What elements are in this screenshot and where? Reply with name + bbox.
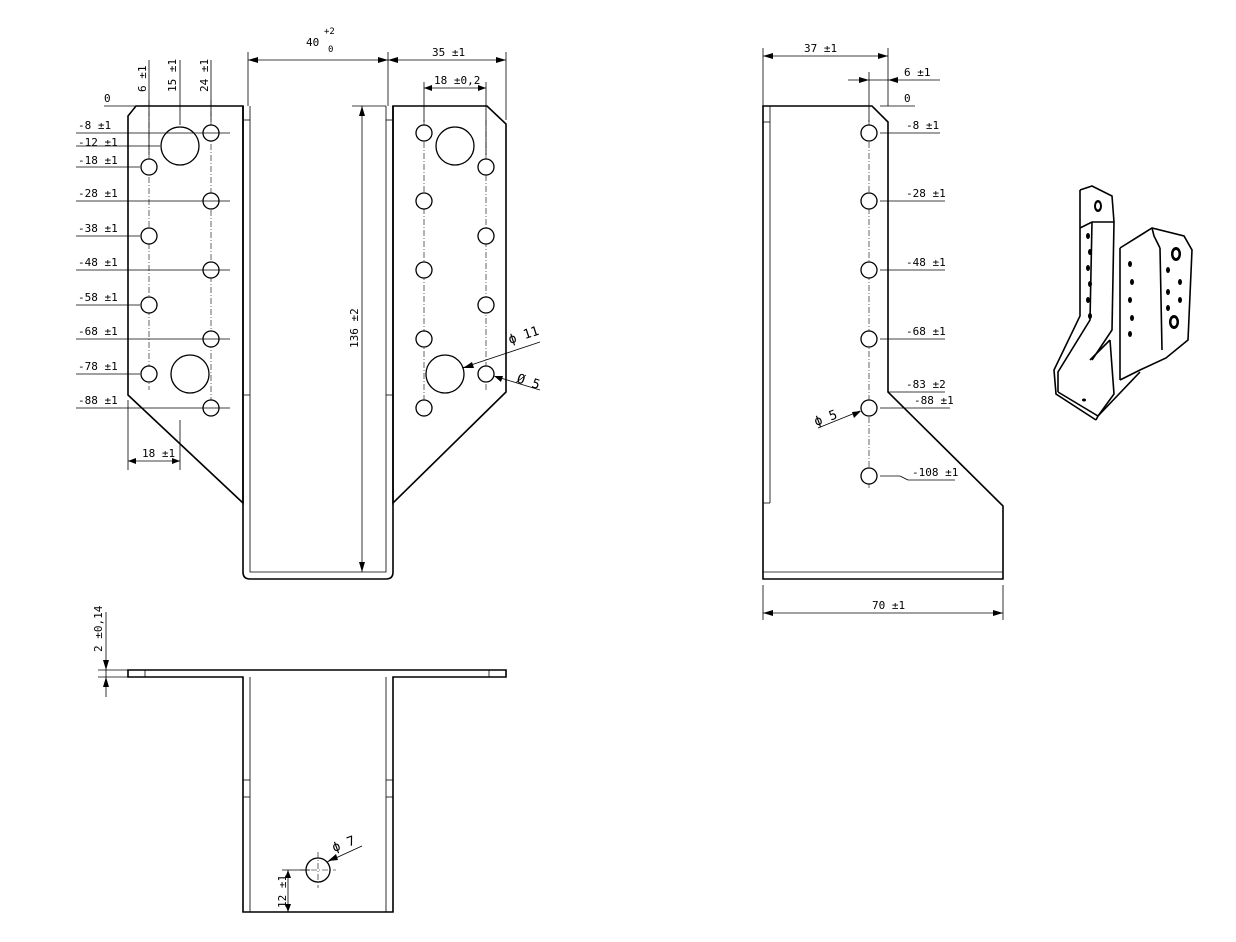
hole-pitch: 18 ±0,2 bbox=[434, 74, 480, 87]
side-width-bottom: 70 ±1 bbox=[872, 599, 905, 612]
level-label: -8 ±1 bbox=[906, 119, 939, 132]
small-hole-label: Ø 5 bbox=[515, 372, 542, 394]
level-label: -88 ±1 bbox=[914, 394, 954, 407]
front-view: 40 +2 0 35 ±1 18 ±0,2 0 6 ±1 15 ±1 24 ±1… bbox=[76, 27, 542, 580]
side-offset: 6 ±1 bbox=[904, 66, 931, 79]
offset-6: 6 ±1 bbox=[136, 66, 149, 93]
level-label: -18 ±1 bbox=[78, 154, 118, 167]
level-label: -28 ±1 bbox=[906, 187, 946, 200]
level-label: -48 ±1 bbox=[78, 256, 118, 269]
level-label: -78 ±1 bbox=[78, 360, 118, 373]
level-label: -68 ±1 bbox=[78, 325, 118, 338]
level-label: -48 ±1 bbox=[906, 256, 946, 269]
offset-24: 24 ±1 bbox=[198, 59, 211, 92]
zero-level: 0 bbox=[104, 92, 111, 105]
width-40: 40 bbox=[306, 36, 319, 49]
top-hole-offset: 12 ±1 bbox=[276, 875, 289, 908]
top-view: 2 ±0,14 ϕ 7 12 ±1 bbox=[92, 605, 507, 913]
height-dim: 136 ±2 bbox=[348, 308, 361, 348]
right-flange-width: 35 ±1 bbox=[432, 46, 465, 59]
side-hole-label: ϕ 5 bbox=[812, 408, 839, 430]
level-label: -38 ±1 bbox=[78, 222, 118, 235]
width-40-tol-upper: +2 bbox=[324, 27, 335, 37]
level-label: -58 ±1 bbox=[78, 291, 118, 304]
level-label: -108 ±1 bbox=[912, 466, 958, 479]
level-label: -28 ±1 bbox=[78, 187, 118, 200]
side-zero: 0 bbox=[904, 92, 911, 105]
level-label: -8 ±1 bbox=[78, 119, 111, 132]
level-label: -12 ±1 bbox=[78, 136, 118, 149]
big-hole-label: ϕ 11 bbox=[507, 324, 541, 348]
level-label: -88 ±1 bbox=[78, 394, 118, 407]
side-width-top: 37 ±1 bbox=[804, 42, 837, 55]
offset-15: 15 ±1 bbox=[166, 59, 179, 92]
bottom-left-dim: 18 ±1 bbox=[142, 447, 175, 460]
thickness-dim: 2 ±0,14 bbox=[92, 605, 105, 652]
level-label: -68 ±1 bbox=[906, 325, 946, 338]
width-40-tol-lower: 0 bbox=[328, 45, 333, 55]
side-view: 37 ±1 6 ±1 0 -8 ±1 -28 ±1 -48 ±1 -68 ±1 … bbox=[762, 42, 1004, 620]
joist-hanger-isometric-icon bbox=[1053, 185, 1193, 421]
level-label: -83 ±2 bbox=[906, 378, 946, 391]
top-hole-label: ϕ 7 bbox=[330, 834, 357, 856]
